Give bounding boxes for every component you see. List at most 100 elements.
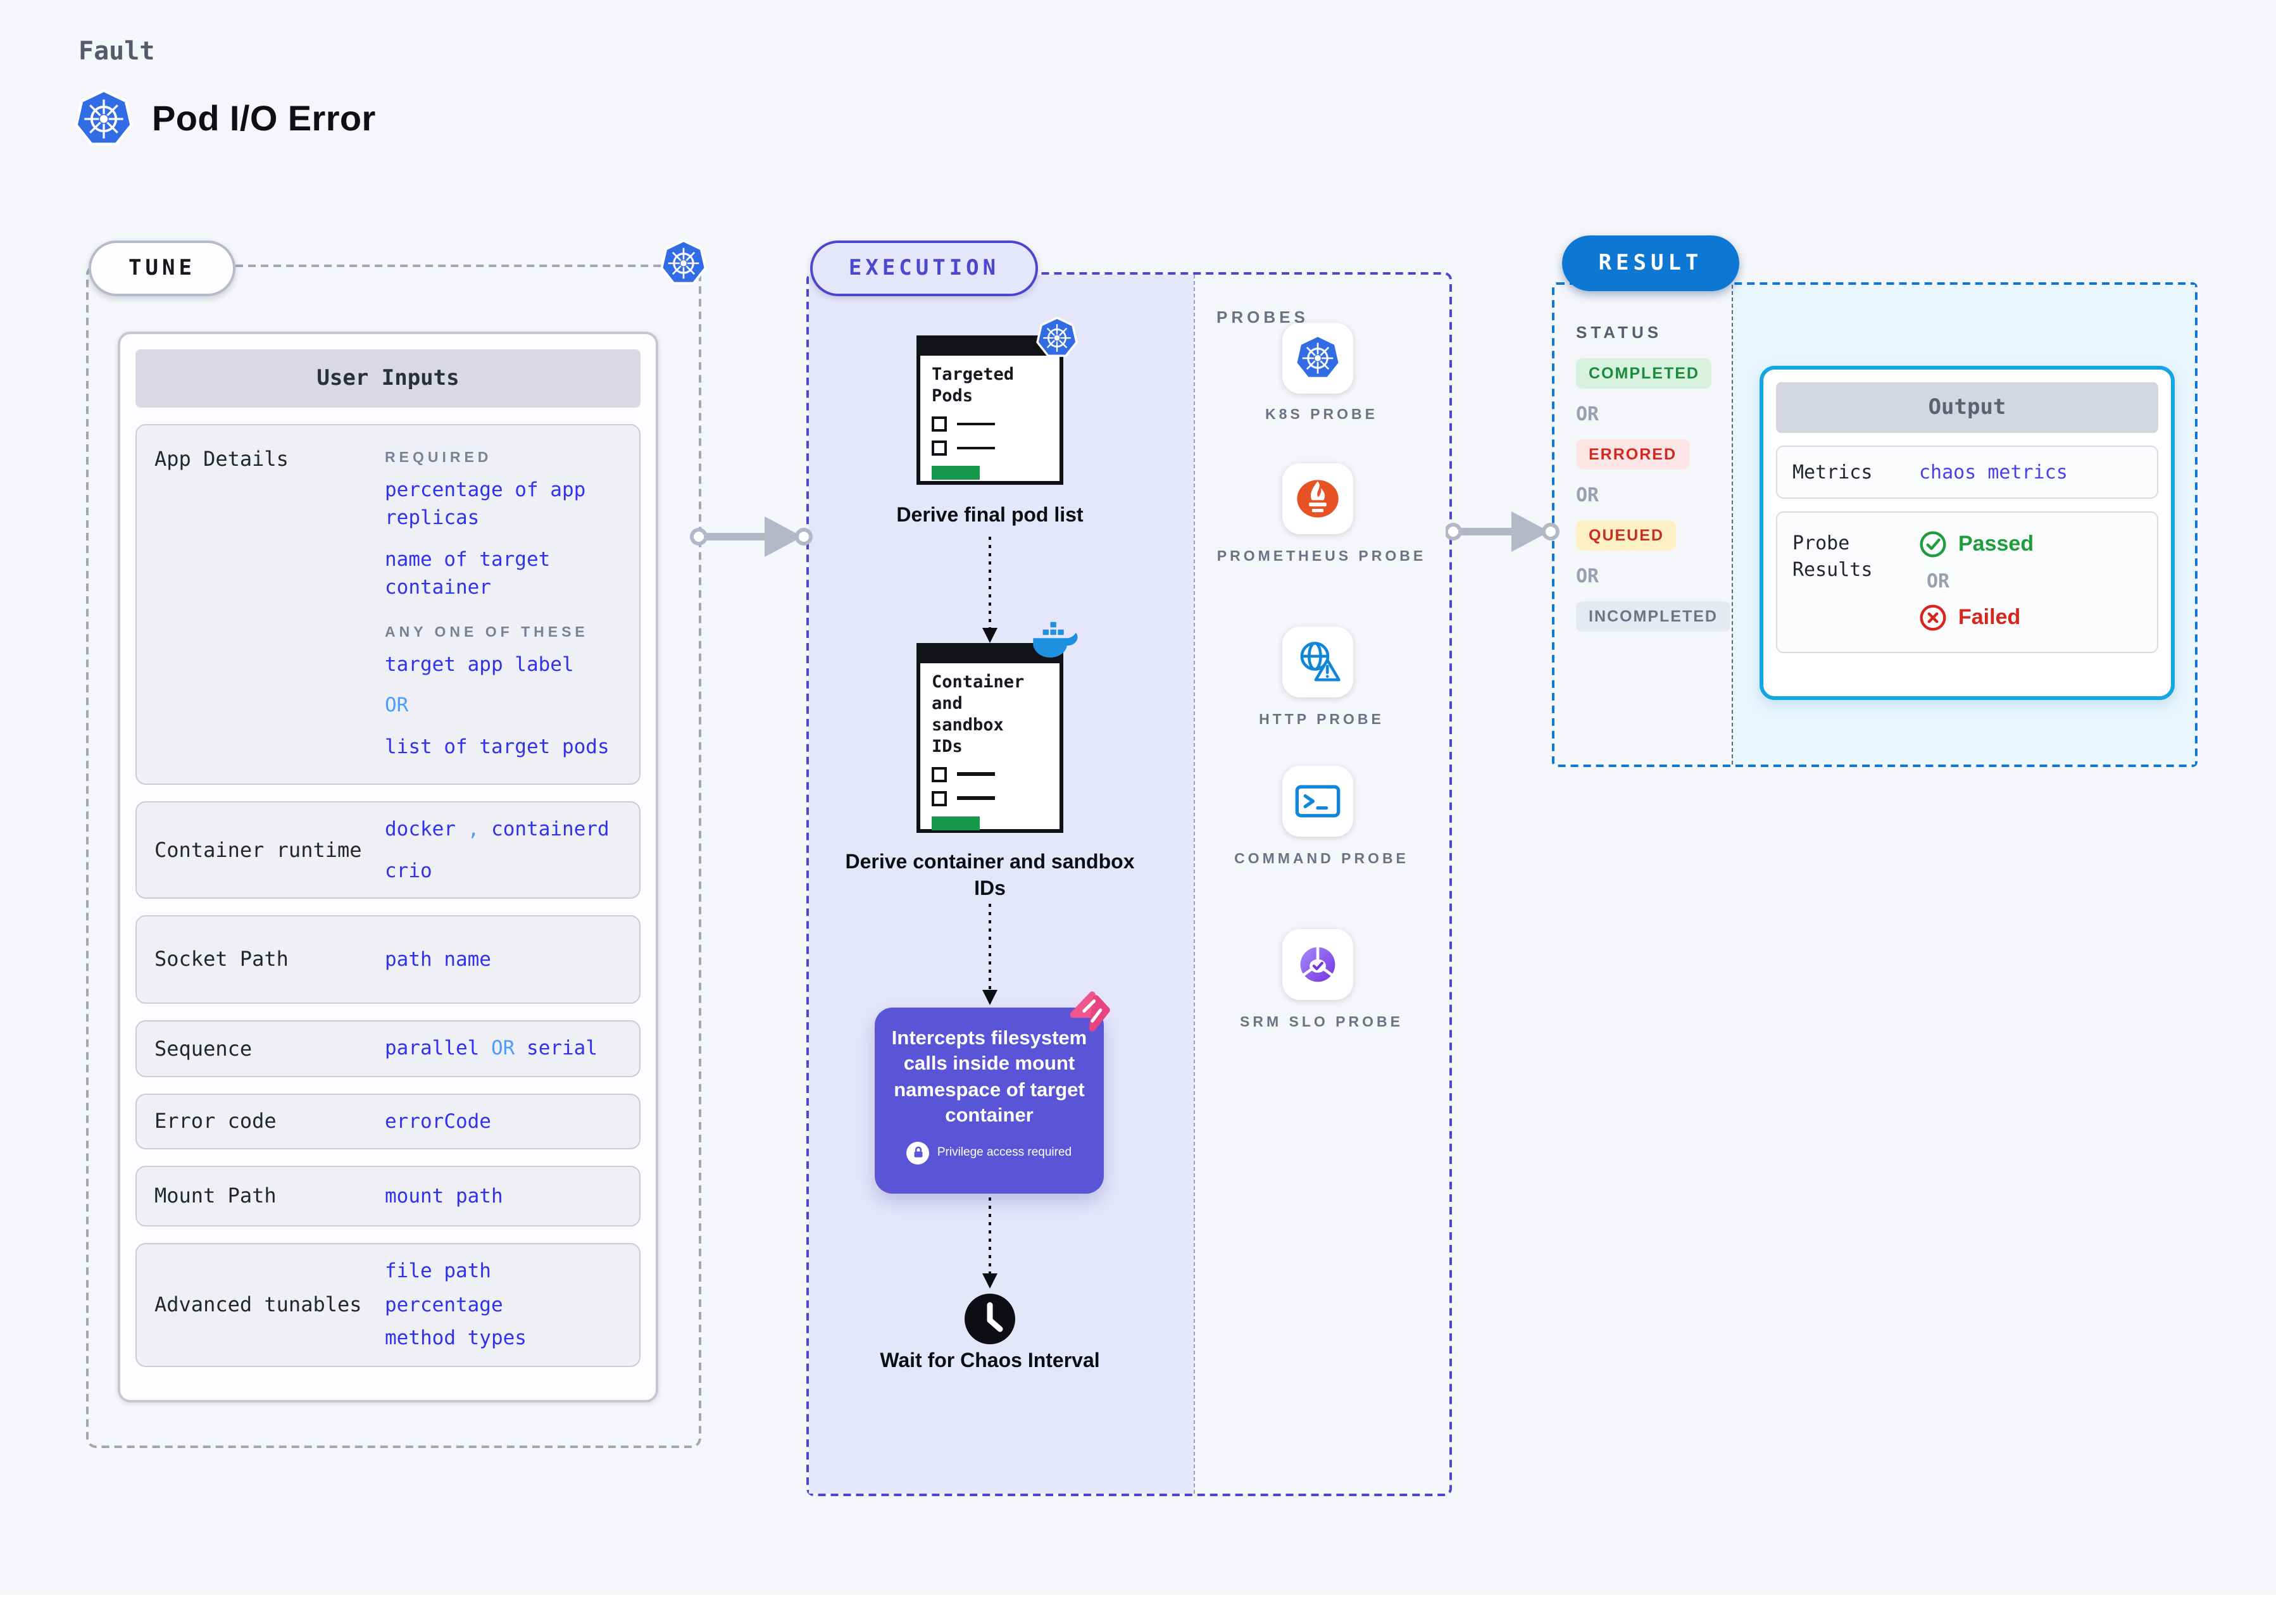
result-section-box: STATUS COMPLETED OR ERRORED OR QUEUED OR…	[1552, 282, 2198, 767]
clock-icon	[962, 1291, 1018, 1347]
checkbox-icon	[932, 416, 947, 432]
value-link: docker	[385, 818, 456, 841]
execution-to-result-arrow	[1446, 511, 1560, 552]
fault-eyebrow: Fault	[78, 35, 155, 66]
row-label: Socket Path	[154, 947, 289, 971]
checkbox-icon	[932, 766, 947, 782]
check-circle-icon	[1919, 531, 1947, 559]
probe-results-row: Probe Results Passed OR Failed	[1776, 511, 2158, 654]
or-separator: OR	[491, 1037, 515, 1060]
kubernetes-icon	[1294, 334, 1342, 382]
value-link: method types	[385, 1327, 527, 1350]
output-header: Output	[1776, 382, 2158, 433]
container-ids-doc: Container and sandbox IDs	[916, 643, 1063, 833]
intercept-text: Intercepts filesystem calls inside mount…	[891, 1028, 1087, 1127]
probe-label: HTTP PROBE	[1259, 713, 1384, 728]
lock-icon	[906, 1141, 930, 1165]
or-separator: OR	[1576, 403, 1599, 425]
green-bar	[932, 465, 980, 480]
list-line	[957, 446, 995, 449]
list-line	[957, 772, 995, 776]
footer-strip	[0, 1595, 2276, 1624]
row-label: Error code	[154, 1109, 277, 1134]
doc-title: Targeted Pods	[932, 365, 1015, 406]
failed-label: Failed	[1958, 605, 2021, 630]
probe-label: PROMETHEUS PROBE	[1216, 549, 1427, 565]
value-link: mount path	[385, 1184, 503, 1208]
status-badge: INCOMPLETED	[1576, 601, 1730, 632]
flow-connector	[982, 904, 997, 1005]
page-title: Pod I/O Error	[152, 99, 376, 138]
or-separator: OR	[1576, 565, 1599, 587]
privilege-note: Privilege access required	[937, 1145, 1072, 1159]
probe-label: SRM SLO PROBE	[1240, 1015, 1403, 1030]
or-separator: OR	[1927, 570, 1950, 593]
result-pill: RESULT	[1562, 235, 1739, 291]
green-bar	[932, 816, 980, 830]
status-column: STATUS COMPLETED OR ERRORED OR QUEUED OR…	[1576, 323, 1730, 632]
or-separator: OR	[1576, 484, 1599, 506]
separator: ,	[467, 818, 480, 841]
row-error-code: Error code errorCode	[135, 1093, 641, 1150]
row-advanced-tunables: Advanced tunables file path percentage m…	[135, 1243, 641, 1367]
srm-slo-probe-tile	[1282, 929, 1353, 1000]
step2-caption: Derive container and sandbox IDs	[845, 852, 1135, 900]
intercept-note-box: Intercepts filesystem calls inside mount…	[875, 1008, 1104, 1194]
prometheus-icon	[1294, 475, 1342, 523]
row-label: Container runtime	[154, 837, 362, 862]
page-title-row: Pod I/O Error	[73, 89, 376, 149]
globe-warning-icon	[1294, 638, 1342, 686]
user-inputs-header: User Inputs	[135, 349, 641, 408]
probe-label: K8S PROBE	[1265, 408, 1378, 423]
value-link: list of target pods	[385, 735, 610, 758]
row-container-runtime: Container runtime docker , containerd cr…	[135, 801, 641, 899]
command-probe-tile	[1282, 766, 1353, 837]
x-circle-icon	[1919, 604, 1947, 632]
list-line	[957, 422, 995, 425]
value-link: serial	[527, 1037, 598, 1060]
kubernetes-icon	[660, 239, 708, 287]
docker-icon	[1028, 618, 1084, 661]
row-label: Metrics	[1792, 461, 1873, 484]
failed-line: Failed	[1919, 604, 2142, 632]
tune-section-box	[86, 265, 701, 1448]
list-line	[957, 796, 995, 800]
kubernetes-icon	[1035, 316, 1079, 359]
value-link: percentage of app replicas	[385, 478, 586, 530]
passed-label: Passed	[1958, 532, 2034, 556]
slo-donut-icon	[1294, 940, 1342, 989]
value-link: path name	[385, 947, 491, 971]
checkbox-icon	[932, 440, 947, 456]
doc-titlebar	[920, 339, 1060, 356]
probes-title: PROBES	[1216, 308, 1309, 327]
value-link: percentage	[385, 1293, 503, 1316]
flow-connector	[982, 537, 997, 643]
row-app-details: App Details REQUIRED percentage of app r…	[135, 424, 641, 785]
value-link: crio	[385, 859, 432, 882]
any-one-label: ANY ONE OF THESE	[385, 625, 589, 640]
status-badge: QUEUED	[1576, 520, 1677, 551]
value-link: file path	[385, 1259, 491, 1283]
probe-label: COMMAND PROBE	[1234, 852, 1409, 867]
row-socket-path: Socket Path path name	[135, 915, 641, 1004]
terminal-icon	[1294, 777, 1342, 825]
required-label: REQUIRED	[385, 451, 492, 466]
execution-pill: EXECUTION	[810, 240, 1038, 296]
row-label: Mount Path	[154, 1184, 277, 1208]
row-mount-path: Mount Path mount path	[135, 1166, 641, 1227]
value-link: errorCode	[385, 1109, 491, 1133]
value-link: parallel	[385, 1037, 480, 1060]
status-heading: STATUS	[1576, 323, 1663, 342]
or-separator: OR	[385, 694, 409, 717]
metrics-row: Metrics chaos metrics	[1776, 446, 2158, 499]
tune-to-execution-arrow	[690, 516, 813, 557]
row-label: Probe Results	[1792, 532, 1873, 582]
row-label: App Details	[154, 447, 289, 471]
tune-pill: TUNE	[89, 240, 235, 296]
step1-caption: Derive final pod list	[896, 505, 1084, 527]
wait-caption: Wait for Chaos Interval	[880, 1351, 1100, 1372]
k8s-probe-tile	[1282, 323, 1353, 394]
kubernetes-icon	[73, 89, 134, 149]
user-inputs-card: User Inputs App Details REQUIRED percent…	[118, 332, 658, 1402]
